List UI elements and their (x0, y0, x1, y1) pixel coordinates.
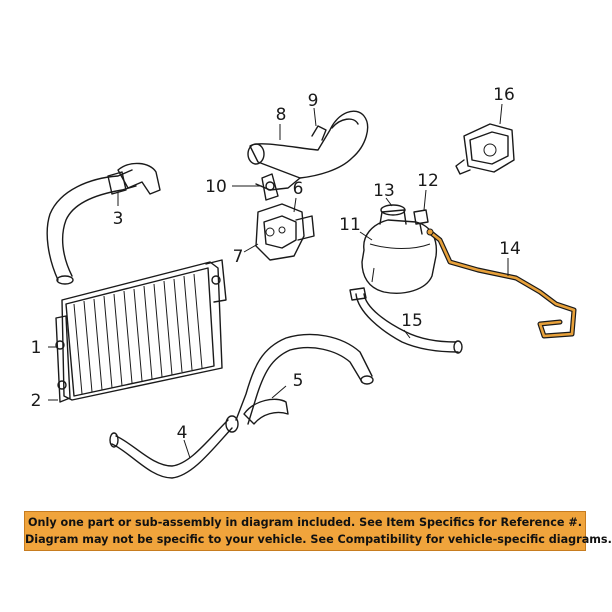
callout-13: 13 (373, 181, 395, 201)
upper-radiator-hose (46, 162, 161, 285)
callout-15: 15 (401, 311, 423, 331)
callout-10: 10 (205, 177, 227, 197)
callout-1: 1 (31, 338, 42, 358)
callout-2: 2 (31, 391, 42, 411)
callout-9: 9 (308, 91, 319, 111)
callout-4: 4 (177, 423, 188, 443)
thermostat-housing (255, 203, 315, 261)
leader-lines (48, 103, 509, 459)
radiator (55, 259, 227, 403)
callout-7: 7 (233, 247, 244, 267)
callout-14: 14 (499, 239, 521, 259)
callout-5: 5 (293, 371, 304, 391)
bypass-hose (235, 333, 374, 425)
bolt (413, 209, 429, 235)
sensor-wire-harness (426, 228, 577, 339)
callout-11: 11 (339, 215, 361, 235)
coolant-outlet (247, 110, 369, 201)
disclaimer-line-1: Only one part or sub-assembly in diagram… (28, 516, 582, 529)
callout-12: 12 (417, 171, 439, 191)
callouts: 1 2 3 4 5 6 7 8 9 10 11 12 13 14 15 16 (31, 85, 521, 443)
disclaimer-line-2: Diagram may not be specific to your vehi… (25, 533, 612, 546)
callout-6: 6 (293, 179, 304, 199)
lower-radiator-hose (109, 415, 239, 479)
disclaimer-banner: Only one part or sub-assembly in diagram… (24, 511, 612, 551)
callout-16: 16 (493, 85, 515, 105)
coolant-reservoir (361, 204, 438, 294)
temperature-sensor-module (455, 123, 515, 175)
callout-3: 3 (113, 209, 124, 229)
callout-8: 8 (276, 105, 287, 125)
